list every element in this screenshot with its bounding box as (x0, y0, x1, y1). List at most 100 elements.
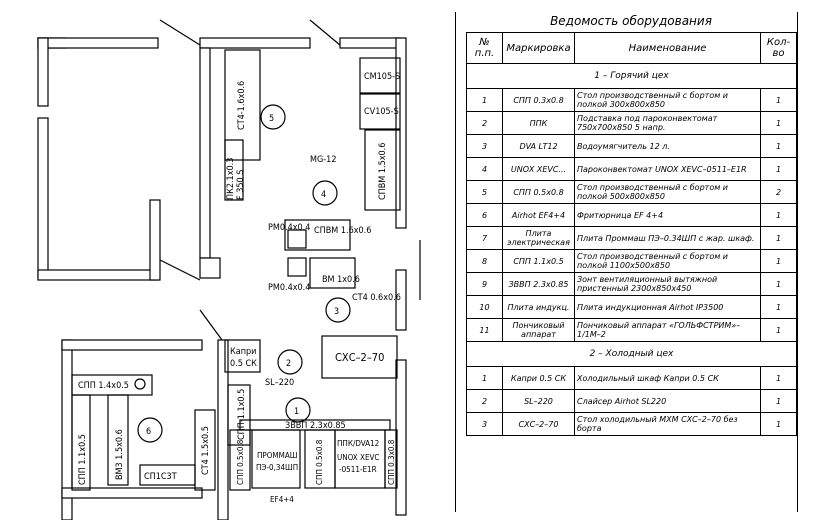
label-pm04b: РМ0.4х0.4 (268, 283, 310, 293)
label-ppk: ППК/DVA12 (337, 439, 379, 448)
cell-mark: СХС–2–70 (502, 412, 575, 436)
cell-num: 8 (466, 249, 503, 273)
cell-mark: ППК (502, 111, 575, 135)
cell-name: Стол производственный с бортом и полкой … (574, 249, 761, 273)
label-pm04a: РМ0.4х0.4 (268, 223, 310, 233)
cell-num: 9 (466, 272, 503, 296)
cell-qty: 1 (760, 412, 797, 436)
cell-mark: Плита электрическая (502, 226, 575, 250)
cell-name: Пароконвектомат UNOX XEVC–0511–E1R (574, 157, 761, 181)
label-room2: 2 (286, 359, 291, 369)
label-unox2: -0511-E1R (339, 465, 377, 474)
cell-num: 7 (466, 226, 503, 250)
label-spvm-16: СПВМ 1.6х0.6 (314, 226, 371, 236)
table-header-row: № п.п. Маркировка Наименование Кол-во (466, 32, 797, 64)
cell-mark: ЗВВП 2.3х0.85 (502, 272, 575, 296)
cell-name: Плита Проммаш ПЭ–0.34ШП с жар. шкаф. (574, 226, 761, 250)
cell-num: 4 (466, 157, 503, 181)
label-ef44: EF4+4 (270, 495, 294, 504)
label-pk2: ПК2.1х0.3 (226, 158, 236, 200)
label-prommash: ПРОММАШ (257, 451, 297, 460)
label-spp14: СПП 1.4х0.5 (78, 381, 129, 391)
cell-qty: 1 (760, 389, 797, 413)
cell-mark: СПП 1.1х0.5 (502, 249, 575, 273)
label-spp05b: СПП 0.5х0.8 (315, 439, 324, 485)
cell-name: Холодильный шкаф Капри 0.5 СК (574, 366, 761, 390)
cell-qty: 1 (760, 134, 797, 158)
label-spp1c: СП1С3Т (144, 472, 177, 482)
floor-plan: CM105-S CV105-S СТ4-1.6х0.6 5 ПК2.1х0.3 … (37, 19, 421, 520)
label-sl220: SL–220 (265, 378, 294, 388)
label-zvvp: ЗВВП 2.3х0.85 (285, 421, 346, 431)
label-kapri2: 0.5 СК (230, 359, 257, 369)
cell-name: Фритюрница EF 4+4 (574, 203, 761, 227)
col-qty: Кол-во (760, 32, 797, 64)
cell-qty: 1 (760, 366, 797, 390)
label-pe034: ПЭ-0,34ШП (256, 463, 298, 472)
cell-name: Зонт вентиляционный вытяжной пристенный … (574, 272, 761, 296)
col-num: № п.п. (466, 32, 503, 64)
cell-name: Стол производственный с бортом и полкой … (574, 88, 761, 112)
cell-mark: Плита индукц. (502, 295, 575, 319)
cell-name: Плита индукционная Airhot IP3500 (574, 295, 761, 319)
cell-name: Водоумягчитель 12 л. (574, 134, 761, 158)
section-row: 1 – Горячий цех (466, 63, 797, 89)
cell-qty: 1 (760, 272, 797, 296)
cell-num: 3 (466, 134, 503, 158)
label-vm1: ВМ 1х0.6 (322, 275, 360, 285)
label-spp1105: СПП-1.1х0.5 (237, 389, 247, 440)
label-ct4-06: СТ4 0.6х0.6 (352, 293, 401, 303)
cell-num: 6 (466, 203, 503, 227)
cell-name: Стол холодильный МХМ СХС–2–70 без борта (574, 412, 761, 436)
cell-qty: 1 (760, 88, 797, 112)
label-spp03: СПП 0.3х0.8 (387, 439, 396, 485)
cell-qty: 1 (760, 295, 797, 319)
section-title: 1 – Горячий цех (466, 63, 797, 89)
cell-mark: Airhot EF4+4 (502, 203, 575, 227)
col-name: Наименование (574, 32, 761, 64)
label-f350: F 350 S (236, 170, 246, 200)
label-spp11b: СПП 1.1х0.5 (78, 434, 88, 485)
equipment-table: № п.п. Маркировка Наименование Кол-во 1 … (466, 32, 797, 436)
cell-name: Стол производственный с бортом и полкой … (574, 180, 761, 204)
cell-mark: DVA LT12 (502, 134, 575, 158)
cell-mark: SL–220 (502, 389, 575, 413)
cell-qty: 1 (760, 111, 797, 135)
cell-qty: 1 (760, 318, 797, 342)
label-ct415: СТ4 1.5х0.5 (201, 426, 211, 475)
cell-mark: СПП 0.5х0.8 (502, 180, 575, 204)
cell-num: 3 (466, 412, 503, 436)
label-mg12: MG-12 (310, 155, 337, 165)
cell-mark: Пончиковый аппарат (502, 318, 575, 342)
label-room4: 4 (321, 190, 326, 200)
cell-name: Подставка под пароконвектомат 750х700х85… (574, 111, 761, 135)
cell-num: 2 (466, 389, 503, 413)
schedule-title: Ведомость оборудования (550, 14, 712, 28)
cell-num: 1 (466, 88, 503, 112)
label-cv105: CV105-S (364, 107, 399, 117)
label-vm15: ВМ3 1.5х0.6 (115, 429, 125, 480)
label-cxc: СХС–2–70 (335, 351, 384, 364)
cell-mark: UNOX XEVC... (502, 157, 575, 181)
cell-qty: 1 (760, 226, 797, 250)
label-spp05: СПП 0.5х0.8 (236, 439, 245, 485)
label-room3: 3 (334, 307, 339, 317)
room-marker (260, 104, 286, 130)
section-title: 2 – Холодный цех (466, 341, 797, 367)
label-unox: UNOX XEVC (337, 453, 379, 462)
cell-qty: 1 (760, 249, 797, 273)
col-mark: Маркировка (502, 32, 575, 64)
label-kapri: Капри (230, 347, 256, 357)
cell-num: 1 (466, 366, 503, 390)
